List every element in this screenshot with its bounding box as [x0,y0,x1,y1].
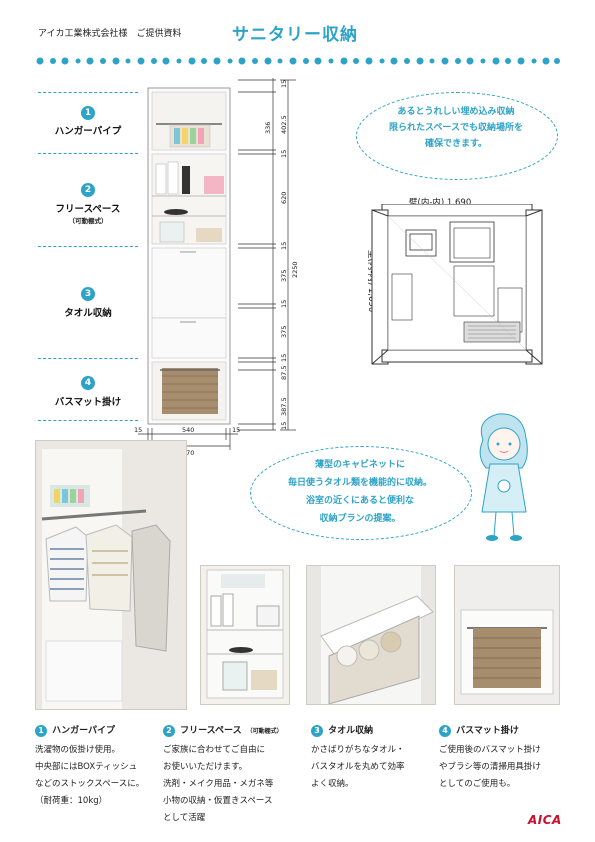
plan-width-label: 壁(内-内) 1,690 [409,198,472,208]
girl-illustration-icon [479,413,528,541]
caption-bathmat-hanger: 4 バスマット掛け ご使用後のバスマット掛けやブラシ等の清掃用具掛けとしてのご使… [439,725,541,789]
hanger-pipe-photo [35,440,187,710]
dotted-divider [36,57,560,65]
number-badge: 4 [81,376,95,390]
caption-sub: （可動棚式） [246,728,283,735]
dim-total-height: 2250 [291,261,299,278]
dim-label: 15 [134,426,142,434]
dim-label: 15 [280,300,288,308]
number-badge: 1 [35,725,47,737]
speech-bubble-bottom [250,446,472,540]
caption-title: ハンガーパイプ [52,726,116,736]
floor-plan [371,204,543,365]
dim-label: 15 [232,426,240,434]
number-badge: 2 [163,725,175,737]
number-badge: 2 [81,183,95,197]
page-title: サニタリー収納 [232,25,358,45]
label-text: ハンガーパイプ [54,126,122,137]
label-sub: （可動棚式） [68,217,108,225]
free-space-photo [200,565,290,705]
dashline [38,153,138,154]
caption-title: タオル収納 [328,726,374,736]
dim-label: 375 [280,326,288,338]
label-hanger-pipe: 1 ハンガーパイプ [38,106,138,137]
caption-title: フリースペース [180,726,242,736]
speech-bubble-top [356,92,558,180]
number-badge: 4 [439,725,451,737]
cabinet-elevation: 15 402.5 336 15 620 15 375 15 375 15 87.… [134,78,299,457]
dashline-top [38,92,138,93]
dashline [38,358,138,359]
label-bathmat-hanger: 4 バスマット掛け [38,376,138,408]
towel-storage-photo [306,565,436,705]
dim-label: 402.5 [280,115,288,134]
label-text: タオル収納 [64,308,112,319]
caption-title: バスマット掛け [456,726,519,736]
caption-towel-storage: 3 タオル収納 かさばりがちなタオル・バスタオルを丸めて効率よく収納。 [311,725,405,789]
dim-label: 375 [280,270,288,282]
dim-label: 15 [280,422,288,430]
dashline [38,246,138,247]
label-towel-storage: 3 タオル収納 [38,287,138,319]
dim-label: 540 [182,426,194,434]
dim-label: 15 [280,242,288,250]
bubble-top-text: あるとうれしい埋め込み収納 限られたスペースでも収納場所を 確保できます。 [389,107,523,149]
dim-label: 87.5 [280,366,288,380]
number-badge: 3 [81,287,95,301]
dashline [38,420,138,421]
label-free-space: 2 フリースペース （可動棚式） [38,183,138,225]
label-text: バスマット掛け [54,397,122,408]
dim-label: 15 [280,80,288,88]
dim-label: 620 [280,192,288,204]
bathmat-hanger-photo [454,565,560,705]
dim-label: 15 [280,150,288,158]
dim-total-width: 570 [182,449,194,457]
dim-label: 15 [280,354,288,362]
number-badge: 3 [311,725,323,737]
caption-hanger-pipe: 1 ハンガーパイプ 洗濯物の仮掛け使用。中央部にはBOXティッシュなどのストック… [35,725,145,806]
bubble-bottom-text: 薄型のキャビネットに 毎日使うタオル類を機能的に収納。 浴室の近くにあると便利な… [287,460,432,524]
dim-label: 387.5 [280,397,288,416]
caption-free-space: 2 フリースペース （可動棚式） ご家族に合わせてご自由にお使いいただけます。洗… [163,725,283,823]
label-text: フリースペース [55,204,121,215]
aica-logo: AICA [528,813,562,827]
number-badge: 1 [81,106,95,120]
client-note: アイカ工業株式会社様 ご提供資料 [38,29,182,39]
dim-label: 336 [264,122,272,134]
